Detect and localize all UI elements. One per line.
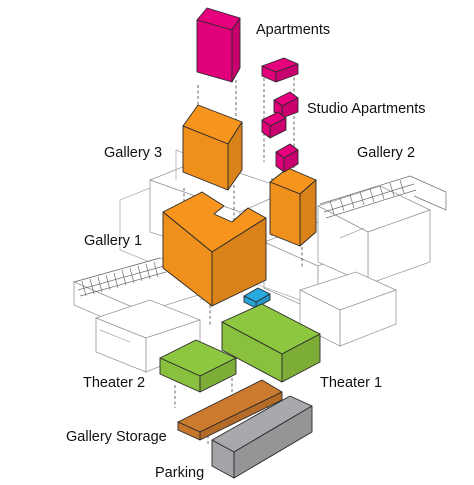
parking-volume: [211, 395, 313, 479]
gallery-1-volume: [162, 191, 267, 307]
label-gallery-storage: Gallery Storage: [66, 429, 167, 445]
label-gallery-3: Gallery 3: [104, 145, 163, 161]
label-gallery-2: Gallery 2: [357, 145, 416, 161]
label-theater-1: Theater 1: [320, 375, 383, 391]
theater-1-volume: [221, 303, 321, 383]
apartments-volume: [196, 7, 241, 83]
label-studio-apartments: Studio Apartments: [307, 101, 426, 117]
left-truss-roof: [73, 257, 167, 297]
right-truss-roof: [319, 175, 447, 219]
connector-volume: [243, 287, 271, 309]
label-gallery-1: Gallery 1: [84, 233, 143, 249]
label-apartments: Apartments: [256, 22, 331, 38]
gallery-3-volume: [182, 104, 243, 191]
gallery-storage-volume: [177, 379, 283, 441]
label-parking: Parking: [155, 465, 205, 481]
gallery-2-volume: [269, 167, 317, 247]
label-theater-2: Theater 2: [83, 375, 146, 391]
theater-2-volume: [159, 339, 237, 393]
studio-apartments-volume: [261, 57, 299, 173]
